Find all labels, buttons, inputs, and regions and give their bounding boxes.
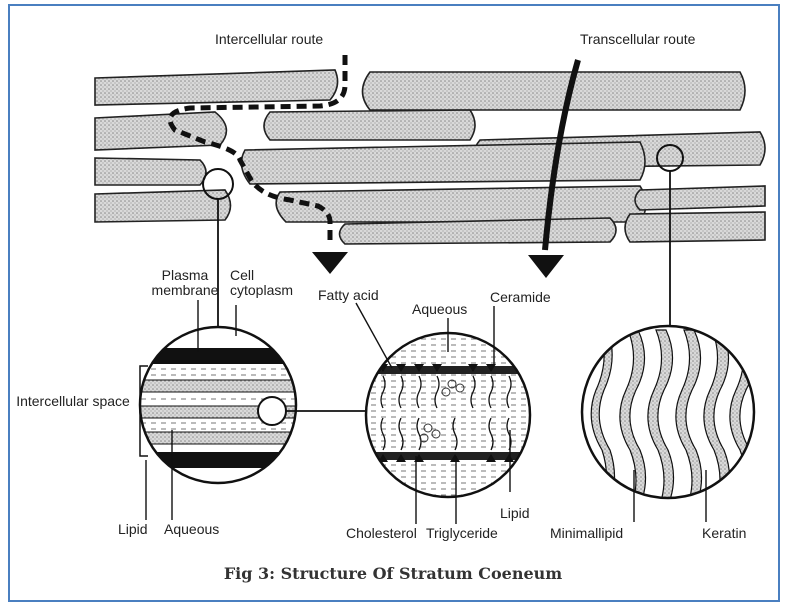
corneocyte-cell <box>625 212 765 242</box>
transcellular-route-arrowhead <box>528 255 564 278</box>
figure-caption: Fig 3: Structure Of Stratum Coeneum <box>0 564 786 583</box>
corneocyte-cell <box>363 72 746 110</box>
intercellular-route-arrowhead <box>312 252 348 274</box>
corneocyte-cell <box>95 158 206 185</box>
label-transcellular-route: Transcellular route <box>580 32 695 47</box>
label-triglyceride: Triglyceride <box>426 526 498 541</box>
corneocyte-cell <box>264 110 475 140</box>
label-aqueous-top: Aqueous <box>412 302 467 317</box>
label-ceramide: Ceramide <box>490 290 551 305</box>
corneocyte-cell <box>95 112 226 150</box>
corneocyte-cell <box>241 142 645 184</box>
label-cell-cytoplasm: Cell cytoplasm <box>230 268 300 298</box>
label-lipid-left: Lipid <box>118 522 148 537</box>
detail-circle-lipid-bilayer <box>360 330 540 500</box>
label-minimallipid: Minimallipid <box>550 526 623 541</box>
corneocyte-layers <box>95 70 765 244</box>
corneocyte-cell <box>635 186 765 210</box>
corneocyte-cell <box>95 190 231 222</box>
corneocyte-cell <box>95 70 338 105</box>
label-aqueous-left: Aqueous <box>164 522 219 537</box>
label-cholesterol: Cholesterol <box>346 526 417 541</box>
label-intercellular-space: Intercellular space <box>8 394 138 409</box>
label-plasma-membrane: Plasma membrane <box>150 268 220 298</box>
label-keratin: Keratin <box>702 526 746 541</box>
inner-zoom-circle <box>258 397 286 425</box>
label-lipid-mid: Lipid <box>500 506 530 521</box>
label-fatty-acid: Fatty acid <box>318 288 379 303</box>
label-intercellular-route: Intercellular route <box>215 32 323 47</box>
